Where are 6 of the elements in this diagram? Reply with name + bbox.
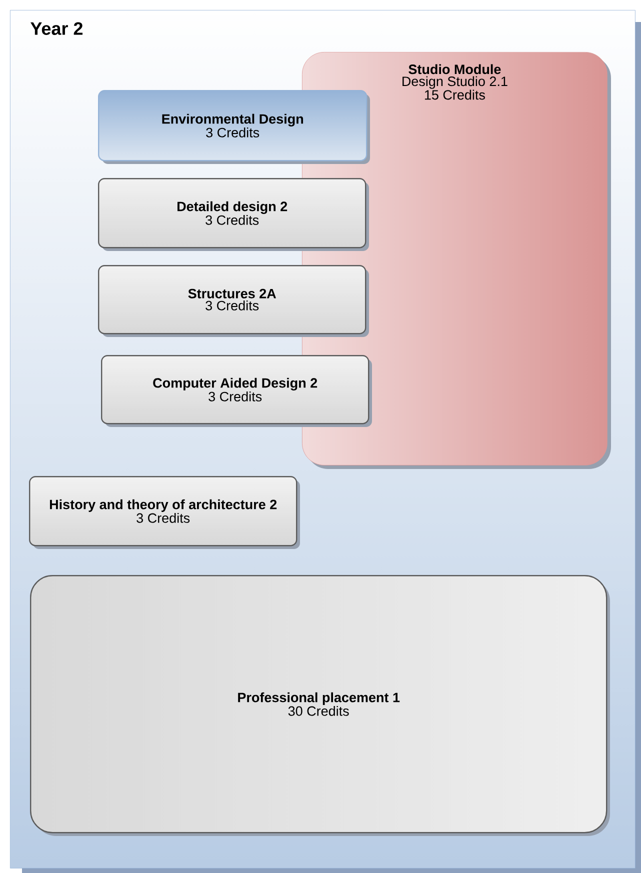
module-box: Professional placement 1 30 Credits: [30, 575, 610, 836]
module-box: Structures 2A 3 Credits: [98, 265, 369, 337]
module-box: Environmental Design 3 Credits: [98, 90, 370, 164]
module-box: Detailed design 2 3 Credits: [98, 178, 369, 251]
module-box: History and theory of architecture 2 3 Credits: [29, 476, 300, 549]
module-box: Computer Aided Design 2 3 Credits: [101, 355, 372, 427]
